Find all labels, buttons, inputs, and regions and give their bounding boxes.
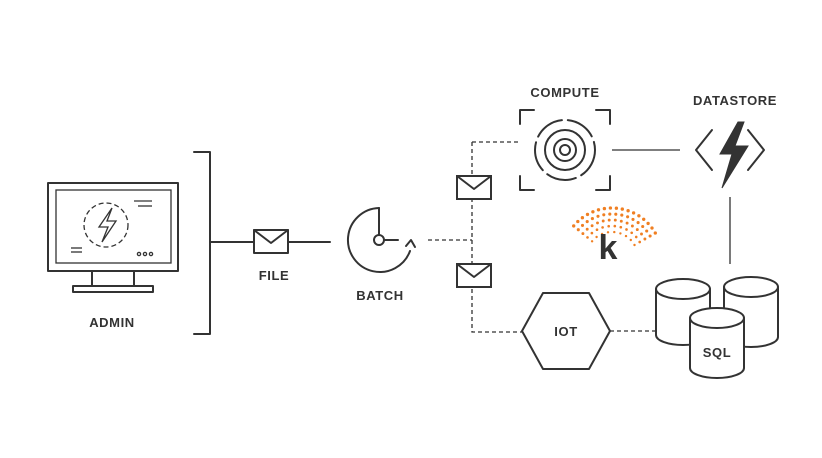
logo-dot bbox=[635, 228, 639, 232]
logo-dot bbox=[629, 238, 632, 242]
logo-dot bbox=[580, 216, 585, 220]
bracket bbox=[193, 151, 211, 335]
logo-dot bbox=[602, 213, 606, 217]
logo-dot bbox=[625, 221, 629, 225]
logo-dot bbox=[601, 219, 605, 223]
logo-dot bbox=[646, 221, 650, 226]
logo-dot bbox=[625, 228, 628, 231]
logo-dot bbox=[606, 231, 610, 234]
logo-dot bbox=[650, 226, 654, 230]
logo-dot bbox=[648, 234, 652, 238]
logo-dot bbox=[576, 219, 580, 224]
admin-label: ADMIN bbox=[89, 315, 135, 330]
logo-dot bbox=[596, 214, 600, 218]
batch-label: BATCH bbox=[356, 288, 404, 303]
logo-dot bbox=[572, 224, 576, 228]
logo-dot bbox=[645, 229, 649, 233]
logo-dot bbox=[585, 220, 589, 224]
logo-dot bbox=[590, 240, 594, 243]
logo-dot bbox=[590, 224, 594, 228]
logo-dot bbox=[591, 210, 595, 214]
logo-dot bbox=[653, 231, 657, 235]
logo-dot bbox=[631, 217, 635, 221]
logo-dot bbox=[590, 231, 594, 235]
logo-dot bbox=[585, 227, 589, 231]
logo-dot bbox=[614, 212, 618, 216]
logo-dot bbox=[601, 226, 604, 229]
logo-dot bbox=[626, 215, 630, 219]
datastore-function-icon bbox=[695, 121, 765, 189]
datastore-label: DATASTORE bbox=[693, 93, 777, 108]
logo-dot bbox=[595, 228, 599, 232]
logo-dot bbox=[643, 237, 647, 241]
message-envelope-icon bbox=[456, 263, 492, 288]
logo-dot bbox=[596, 221, 599, 225]
file-label: FILE bbox=[259, 268, 290, 283]
logo-dot bbox=[614, 206, 619, 210]
logo-dot bbox=[630, 231, 634, 235]
logo-dot bbox=[638, 240, 642, 244]
logo-dot bbox=[634, 235, 638, 239]
logo-dot bbox=[600, 232, 604, 236]
batch-clock-icon bbox=[346, 207, 416, 273]
admin-monitor-icon bbox=[47, 182, 179, 293]
logo-dot bbox=[613, 230, 616, 234]
logo-dot bbox=[586, 236, 589, 239]
logo-dot bbox=[637, 214, 641, 218]
compute-target-icon bbox=[519, 109, 611, 191]
logo-dot bbox=[624, 234, 628, 238]
k-logo bbox=[572, 206, 657, 247]
compute-label: COMPUTE bbox=[530, 85, 599, 100]
message-envelope-icon bbox=[456, 175, 492, 200]
logo-dot bbox=[602, 206, 607, 211]
logo-dot bbox=[626, 209, 630, 213]
iot-label: IOT bbox=[554, 324, 577, 339]
logo-dot bbox=[642, 217, 646, 221]
sql-label: SQL bbox=[703, 345, 732, 360]
logo-dot bbox=[631, 211, 636, 215]
logo-dot bbox=[581, 232, 585, 236]
logo-dot bbox=[608, 212, 612, 216]
database-cylinder-icon bbox=[655, 278, 711, 346]
logo-dot bbox=[585, 212, 590, 217]
logo-dot bbox=[619, 225, 623, 229]
logo-dot bbox=[607, 218, 611, 222]
logo-dot bbox=[620, 213, 624, 217]
logo-dot bbox=[608, 206, 613, 210]
logo-dot bbox=[576, 228, 580, 232]
logo-dot bbox=[619, 232, 622, 235]
logo-dot bbox=[641, 224, 645, 229]
logo-dot bbox=[596, 208, 601, 212]
dashed-connector-trunk bbox=[471, 142, 522, 333]
logo-dot bbox=[590, 217, 594, 221]
logo-letter: k bbox=[599, 229, 618, 267]
logo-dot bbox=[613, 224, 617, 228]
logo-dot bbox=[619, 219, 623, 223]
logo-dot bbox=[636, 221, 640, 225]
logo-dot bbox=[630, 224, 634, 228]
file-envelope-icon bbox=[253, 229, 289, 254]
logo-dot bbox=[607, 224, 611, 228]
logo-dot bbox=[580, 223, 585, 227]
database-cylinder-icon bbox=[689, 307, 745, 379]
logo-dot bbox=[613, 218, 617, 222]
logo-dot bbox=[595, 235, 598, 239]
logo-dot bbox=[620, 207, 624, 211]
logo-dot bbox=[633, 243, 636, 247]
logo-dot bbox=[640, 232, 643, 236]
